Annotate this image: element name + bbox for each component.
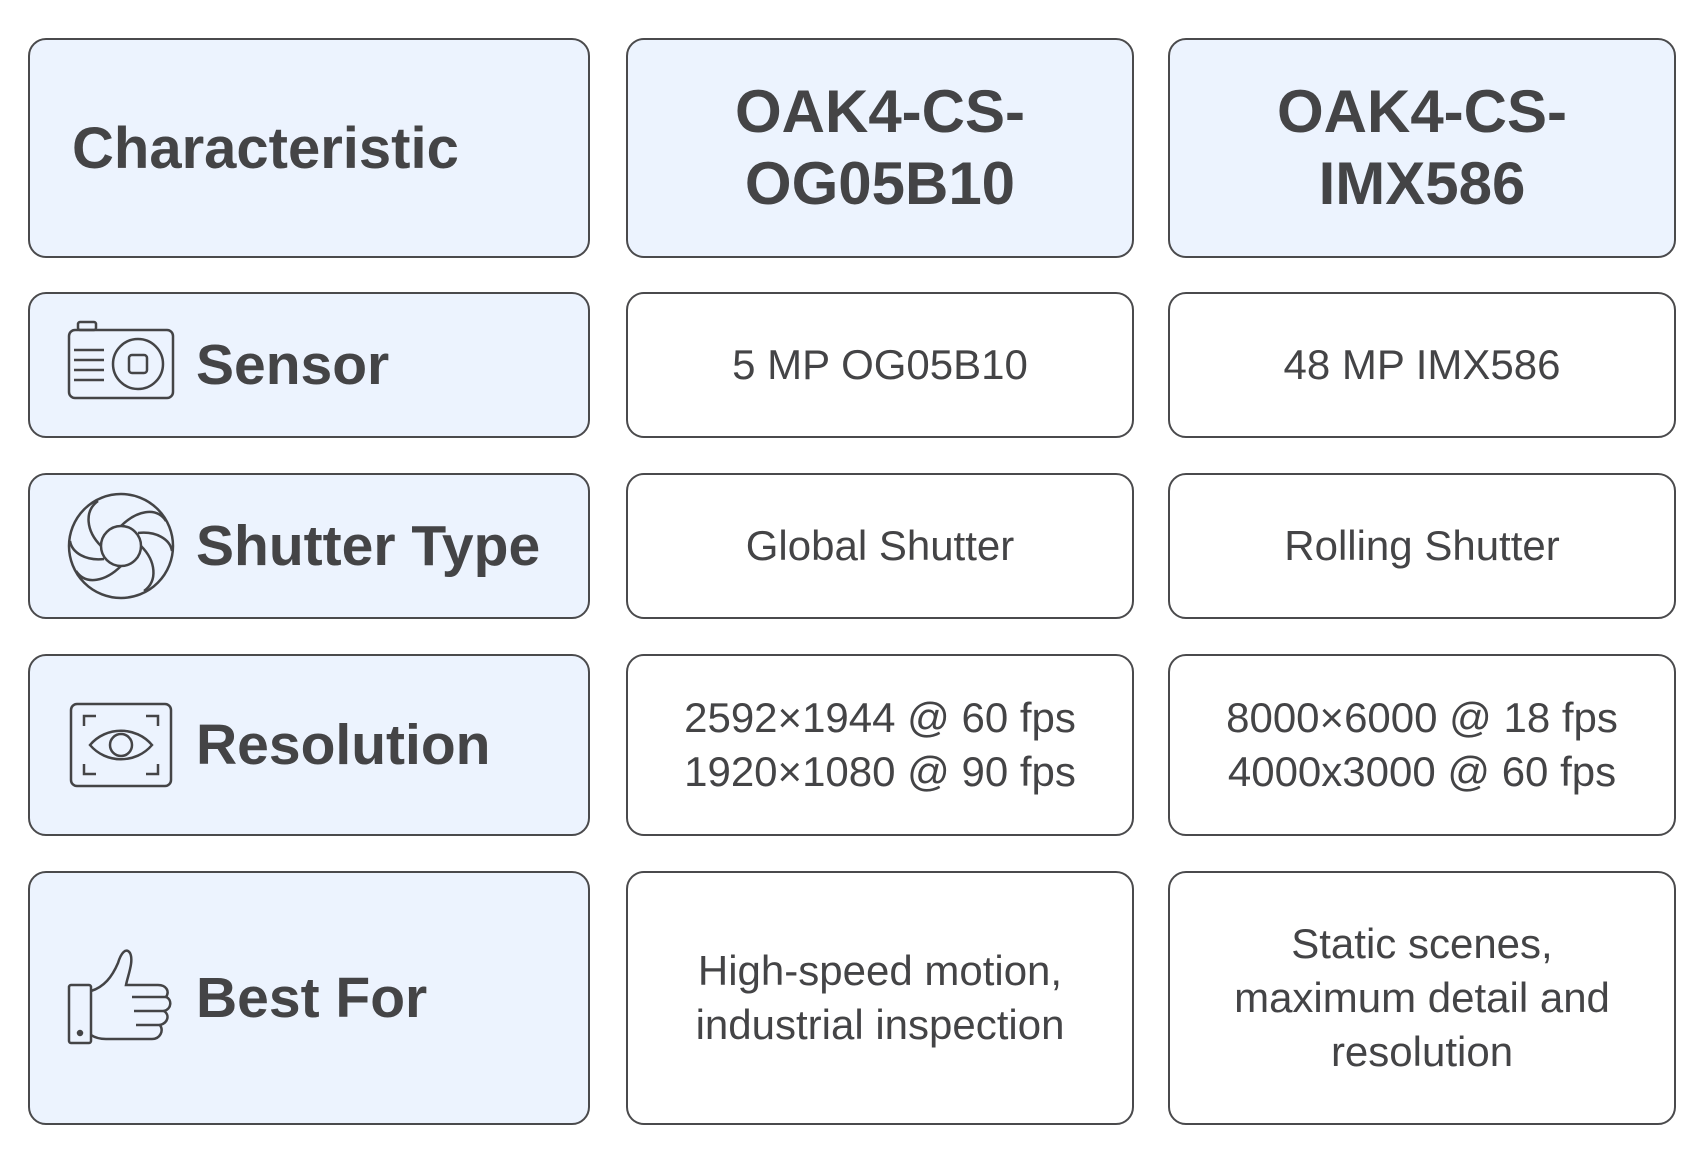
row-resolution-label-cell: Resolution: [28, 654, 590, 836]
header-characteristic-cell: Characteristic: [28, 38, 590, 258]
row-sensor-col1-cell: 5 MP OG05B10: [626, 292, 1134, 438]
header-characteristic-label: Characteristic: [72, 115, 459, 181]
aperture-icon: [66, 491, 176, 601]
eye-focus-icon: [66, 690, 176, 800]
row-bestfor-label: Best For: [196, 966, 428, 1030]
row-shutter-col1-value: Global Shutter: [745, 522, 1015, 569]
header-col2-title: OAK4-CS- IMX586: [1276, 78, 1567, 217]
row-bestfor-col2-cell: Static scenes, maximum detail and resolu…: [1168, 871, 1676, 1125]
row-sensor-col1-value: 5 MP OG05B10: [732, 341, 1028, 388]
header-col1-cell: OAK4-CS- OG05B10: [626, 38, 1134, 258]
row-bestfor-col2-value: Static scenes, maximum detail and resolu…: [1234, 920, 1610, 1075]
row-sensor-label: Sensor: [196, 333, 390, 397]
row-sensor-label-cell: Sensor: [28, 292, 590, 438]
row-shutter-col1-cell: Global Shutter: [626, 473, 1134, 619]
row-shutter-label-cell: Shutter Type: [28, 473, 590, 619]
header-col2-cell: OAK4-CS- IMX586: [1168, 38, 1676, 258]
thumbs-up-icon: [66, 943, 176, 1053]
row-shutter-label: Shutter Type: [196, 514, 541, 578]
row-resolution-col1-cell: 2592×1944 @ 60 fps 1920×1080 @ 90 fps: [626, 654, 1134, 836]
row-resolution-label: Resolution: [196, 713, 491, 777]
camera-icon: [66, 310, 176, 420]
row-shutter-col2-cell: Rolling Shutter: [1168, 473, 1676, 619]
row-sensor-col2-cell: 48 MP IMX586: [1168, 292, 1676, 438]
row-shutter-col2-value: Rolling Shutter: [1284, 522, 1560, 569]
row-bestfor-col1-cell: High-speed motion, industrial inspection: [626, 871, 1134, 1125]
row-resolution-col2-value: 8000×6000 @ 18 fps 4000x3000 @ 60 fps: [1226, 694, 1618, 795]
header-col1-title: OAK4-CS- OG05B10: [734, 78, 1025, 217]
row-bestfor-col1-value: High-speed motion, industrial inspection: [695, 947, 1065, 1048]
row-bestfor-label-cell: Best For: [28, 871, 590, 1125]
row-sensor-col2-value: 48 MP IMX586: [1283, 341, 1561, 388]
row-resolution-col1-value: 2592×1944 @ 60 fps 1920×1080 @ 90 fps: [684, 694, 1076, 795]
row-resolution-col2-cell: 8000×6000 @ 18 fps 4000x3000 @ 60 fps: [1168, 654, 1676, 836]
